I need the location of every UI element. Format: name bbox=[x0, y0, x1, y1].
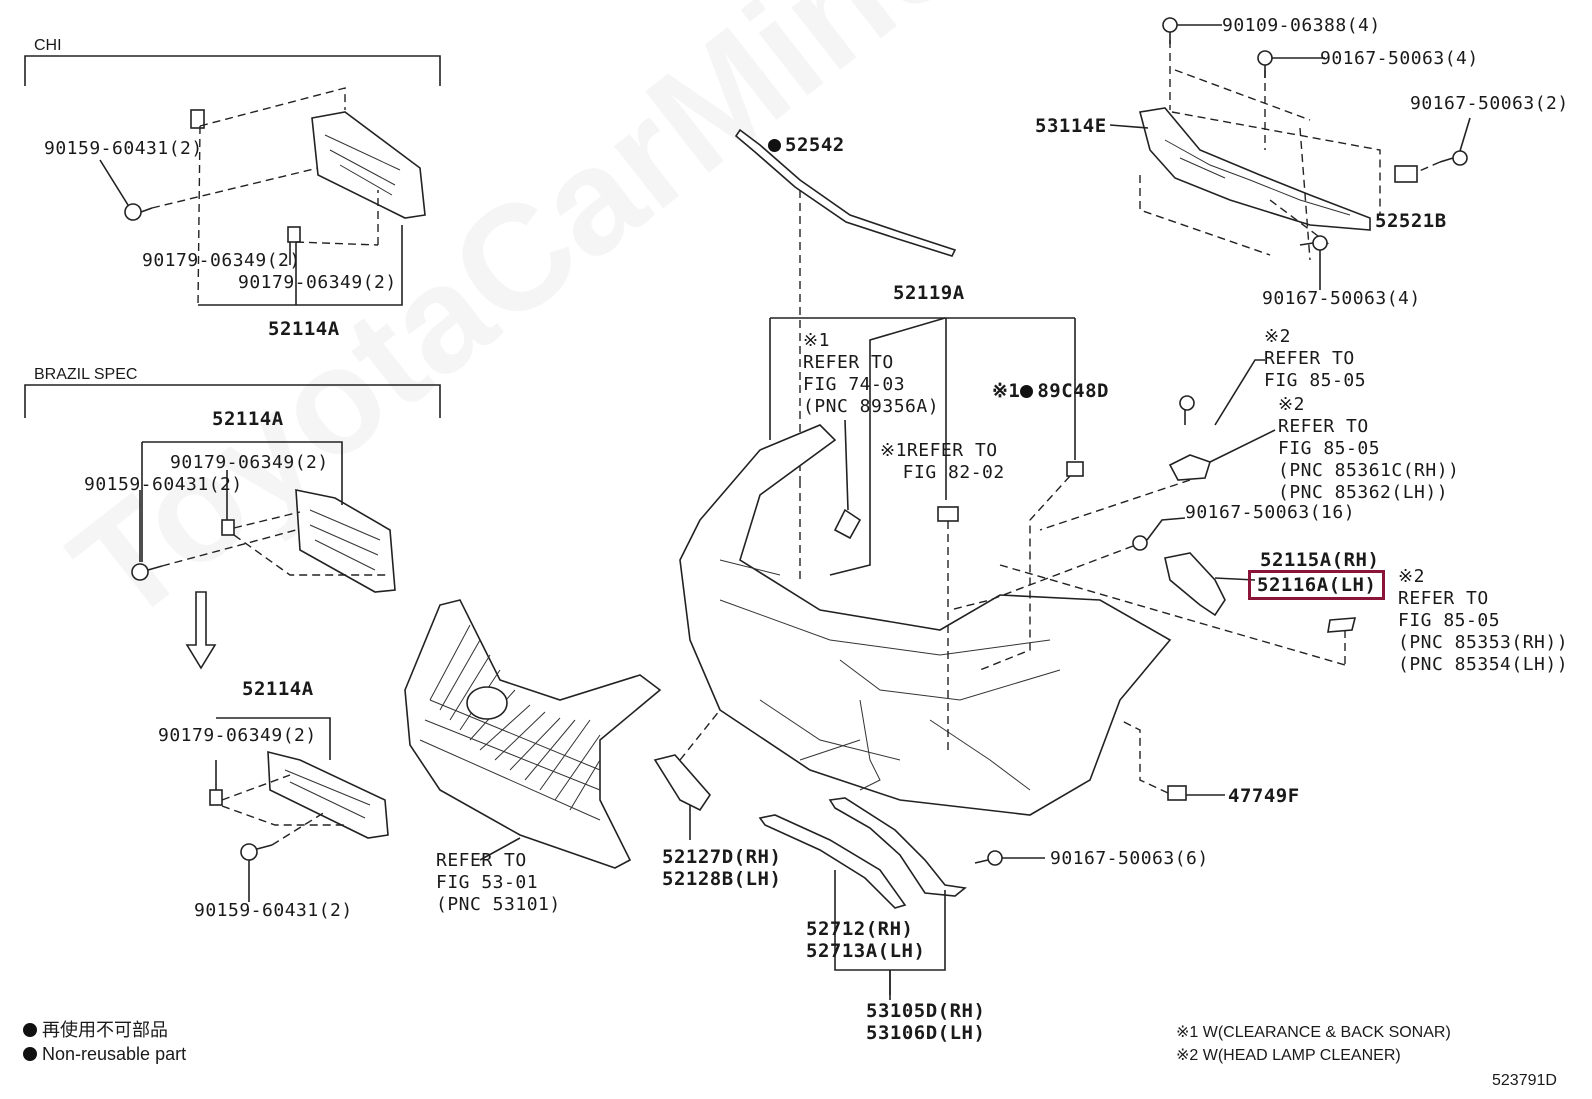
label-refer-7403: ※1 REFER TO FIG 74-03 (PNC 89356A) bbox=[803, 330, 940, 417]
legend-note2: ※2 W(HEAD LAMP CLEANER) bbox=[1176, 1047, 1401, 1064]
label-52119a: 52119A bbox=[893, 282, 965, 304]
bolt-refer-8505-a bbox=[1179, 395, 1195, 411]
label-b90109: 90109-06388(4) bbox=[1222, 15, 1381, 36]
label-b90167-6: 90167-50063(6) bbox=[1050, 848, 1209, 869]
label-br-bolt-bottom: 90159-60431(2) bbox=[194, 900, 353, 921]
sensor-89c48d bbox=[1066, 461, 1084, 477]
washer-refer-8505-b bbox=[1168, 454, 1211, 481]
label-refer-8505-b: ※2 REFER TO FIG 85-05 (PNC 85361C(RH)) (… bbox=[1278, 394, 1460, 503]
non-reusable-dot bbox=[1020, 385, 1034, 398]
cover-52127d bbox=[653, 754, 712, 812]
refer-8505-a-leader bbox=[1184, 359, 1265, 426]
brazil-section-bracket bbox=[24, 384, 441, 418]
section-chi: CHI bbox=[34, 37, 62, 54]
refer-8202-clip bbox=[937, 506, 959, 522]
label-52127d: 52127D(RH) 52128B(LH) bbox=[662, 846, 782, 890]
moulding-52712 bbox=[758, 814, 907, 909]
refer-7403-piece bbox=[833, 508, 862, 540]
retainer-53114e bbox=[1109, 40, 1381, 261]
seal-52542 bbox=[734, 128, 957, 257]
bracket-52119a bbox=[769, 317, 1076, 500]
label-52542: 52542 bbox=[768, 134, 845, 156]
label-refer-5301: REFER TO FIG 53-01 (PNC 53101) bbox=[436, 850, 561, 915]
section-brazil: BRAZIL SPEC bbox=[34, 366, 138, 383]
label-b90167-2: 90167-50063(2) bbox=[1410, 93, 1569, 114]
bumper-cover bbox=[679, 424, 1172, 816]
clip-47749f bbox=[1167, 785, 1187, 801]
brazil-bottom-bracket bbox=[209, 717, 389, 902]
label-br-clip: 90179-06349(2) bbox=[170, 452, 329, 473]
label-53105d: 53105D(RH) 53106D(LH) bbox=[866, 1000, 986, 1044]
moulding-53105d bbox=[828, 797, 967, 897]
legend-en: Non-reusable part bbox=[42, 1044, 187, 1064]
bolt-90167-6 bbox=[987, 850, 1003, 866]
label-53114e: 53114E bbox=[1035, 115, 1107, 137]
label-refer-8202: ※1REFER TO FIG 82-02 bbox=[880, 440, 1005, 483]
bolt-90167-16 bbox=[1132, 535, 1148, 551]
label-br-bolt: 90159-60431(2) bbox=[84, 474, 243, 495]
bolts-top-right bbox=[1162, 17, 1471, 290]
legend-note1: ※1 W(CLEARANCE & BACK SONAR) bbox=[1176, 1024, 1451, 1041]
chi-section-bracket bbox=[24, 55, 441, 86]
label-b90167-4b: 90167-50063(4) bbox=[1262, 288, 1421, 309]
label-refer-8505-a: ※2 REFER TO FIG 85-05 bbox=[1264, 326, 1367, 391]
label-52521b: 52521B bbox=[1375, 210, 1447, 232]
label-chi-clip-a: 90179-06349(2) bbox=[142, 250, 301, 271]
non-reusable-dot bbox=[768, 139, 781, 152]
legend-dot-en bbox=[23, 1047, 37, 1061]
label-b90167-16: 90167-50063(16) bbox=[1185, 502, 1356, 523]
label-chi-clip-b: 90179-06349(2) bbox=[238, 272, 397, 293]
label-br-part-bottom: 52114A bbox=[242, 678, 314, 700]
legend-dot-jp bbox=[23, 1023, 37, 1037]
label-chi-part: 52114A bbox=[268, 318, 340, 340]
cover-refer-8505-c bbox=[1327, 617, 1357, 633]
label-89c48d: ※1 89C48D bbox=[992, 380, 1109, 402]
label-b90167-4a: 90167-50063(4) bbox=[1320, 48, 1479, 69]
legend-jp: 再使用不可部品 bbox=[42, 1020, 168, 1040]
label-refer-8505-c: ※2 REFER TO FIG 85-05 (PNC 85353(RH)) (P… bbox=[1398, 566, 1569, 675]
grille-leader bbox=[479, 837, 521, 861]
chi-leader-lines bbox=[99, 87, 403, 306]
label-89c48d-mark: ※1 bbox=[992, 380, 1021, 402]
label-52712: 52712(RH) 52713A(LH) bbox=[806, 918, 926, 962]
label-br-part-top: 52114A bbox=[212, 408, 284, 430]
brazil-top-bracket bbox=[131, 441, 396, 593]
label-chi-bolt: 90159-60431(2) bbox=[44, 138, 203, 159]
label-52116a-highlighted[interactable]: 52116A(LH) bbox=[1248, 570, 1386, 600]
label-52115a: 52115A(RH) bbox=[1260, 549, 1380, 571]
radiator-grille bbox=[404, 599, 662, 869]
label-52542-text: 52542 bbox=[785, 134, 845, 156]
bracket-52116a bbox=[1164, 552, 1226, 617]
label-89c48d-text: 89C48D bbox=[1037, 380, 1109, 402]
label-47749f: 47749F bbox=[1228, 785, 1300, 807]
label-br-clip-bottom: 90179-06349(2) bbox=[158, 725, 317, 746]
conversion-arrow bbox=[185, 591, 217, 670]
bracket-52119a-inner bbox=[829, 317, 946, 576]
chi-license-bracket bbox=[124, 109, 426, 243]
figure-id: 523791D bbox=[1492, 1072, 1557, 1089]
